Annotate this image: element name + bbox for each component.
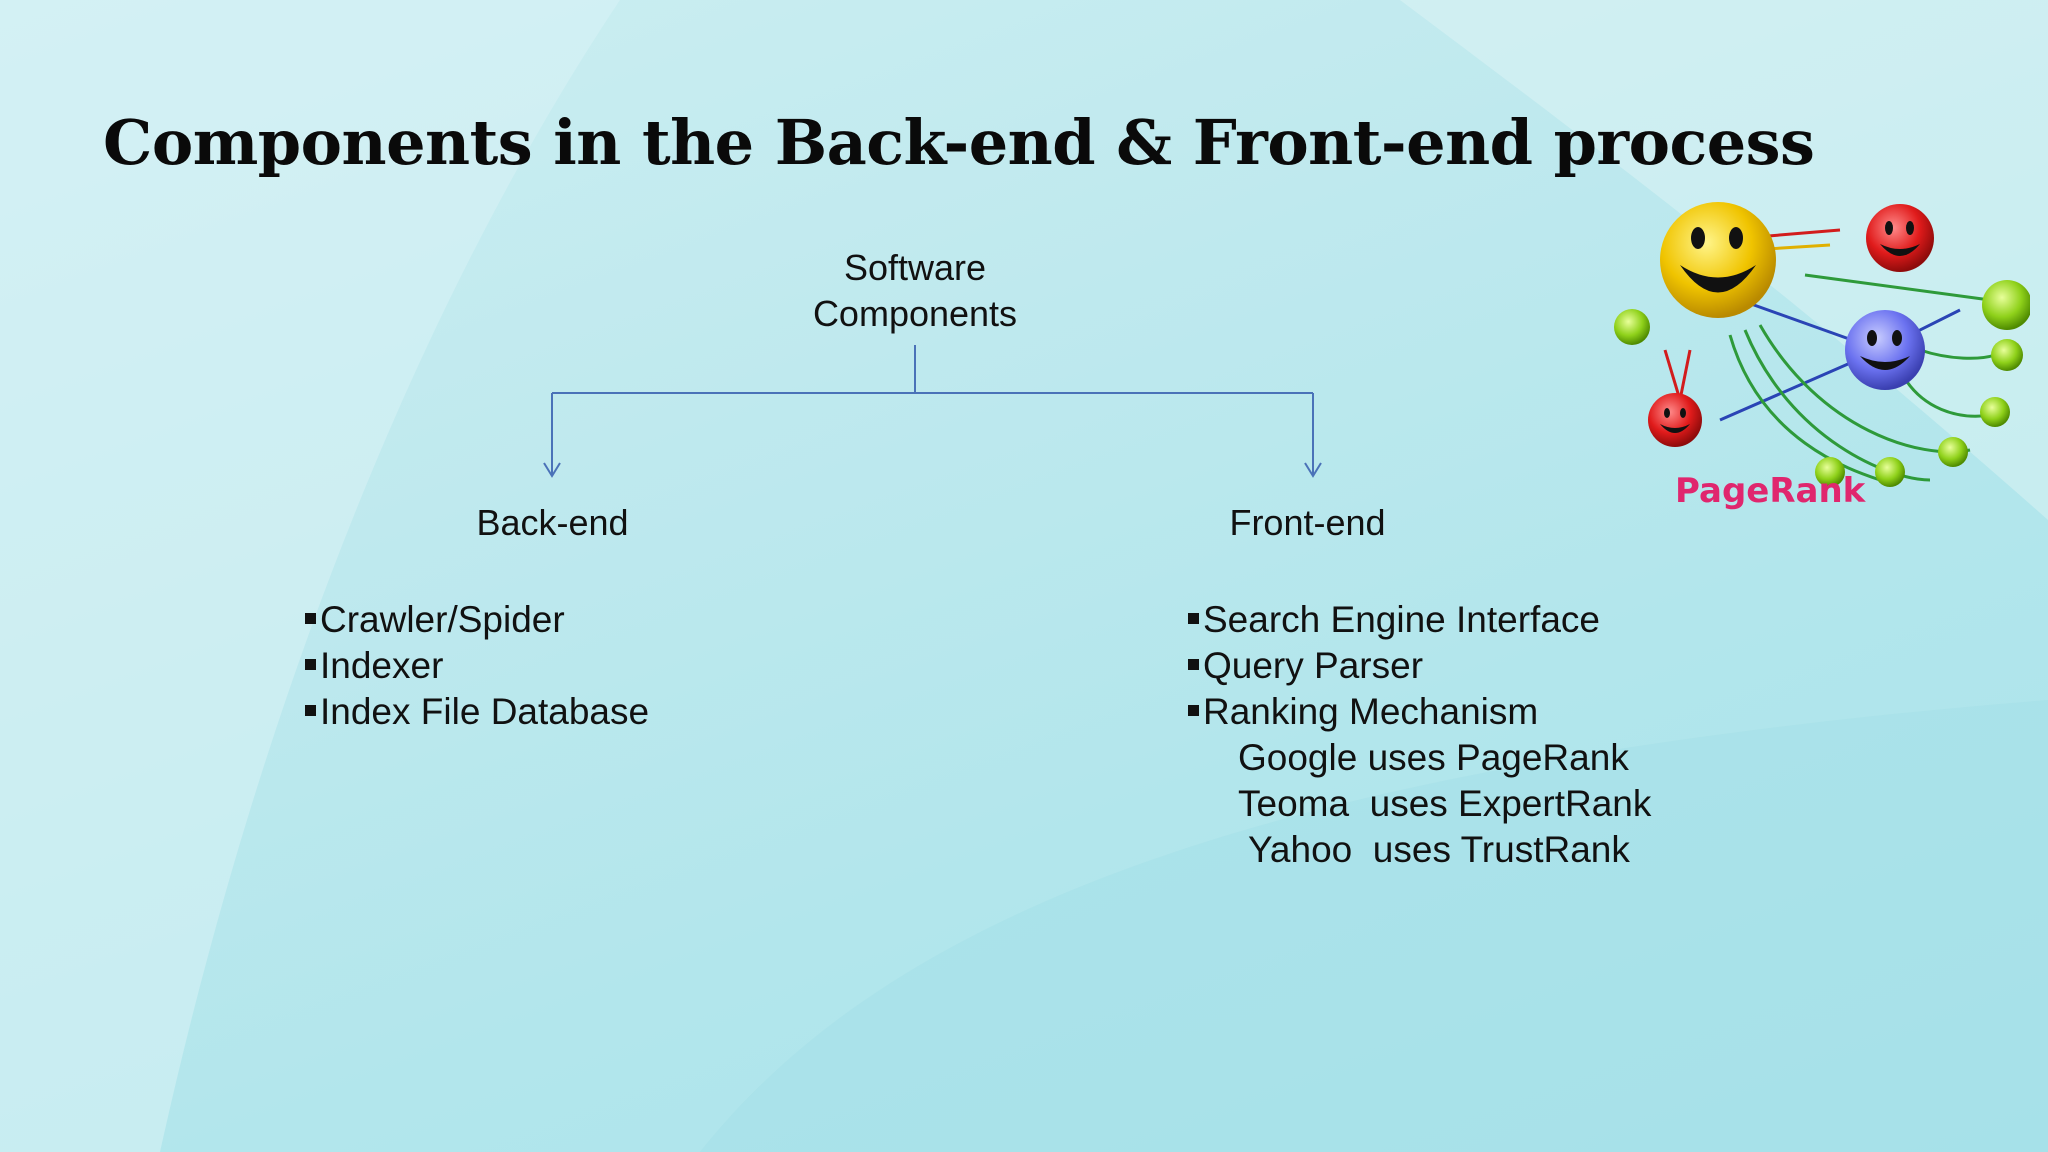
slide-title: Components in the Back-end & Front-end p… <box>103 106 1815 179</box>
ranking-example: Google uses PageRank <box>1238 737 1629 778</box>
frontend-list: Search Engine Interface Query Parser Ran… <box>1188 597 1651 873</box>
ranking-example: Yahoo uses TrustRank <box>1248 829 1630 870</box>
smiley-icons <box>1614 202 2030 487</box>
root-node: Software Components <box>780 245 1050 337</box>
list-item: Crawler/Spider <box>305 597 649 643</box>
list-item: Search Engine Interface <box>1188 597 1651 643</box>
list-item: Index File Database <box>305 689 649 735</box>
frontend-node: Front-end <box>1229 502 1386 543</box>
pagerank-label: PageRank <box>1675 471 1867 511</box>
backend-list: Crawler/Spider Indexer Index File Databa… <box>305 597 649 735</box>
list-item: Ranking Mechanism <box>1188 689 1651 735</box>
list-item: Indexer <box>305 643 649 689</box>
root-node-line1: Software <box>843 247 987 288</box>
pagerank-graphic: PageRank <box>1614 202 2030 511</box>
backend-node: Back-end <box>476 502 629 543</box>
root-node-line2: Components <box>812 293 1018 334</box>
ranking-example: Teoma uses ExpertRank <box>1238 783 1652 824</box>
list-item: Query Parser <box>1188 643 1651 689</box>
